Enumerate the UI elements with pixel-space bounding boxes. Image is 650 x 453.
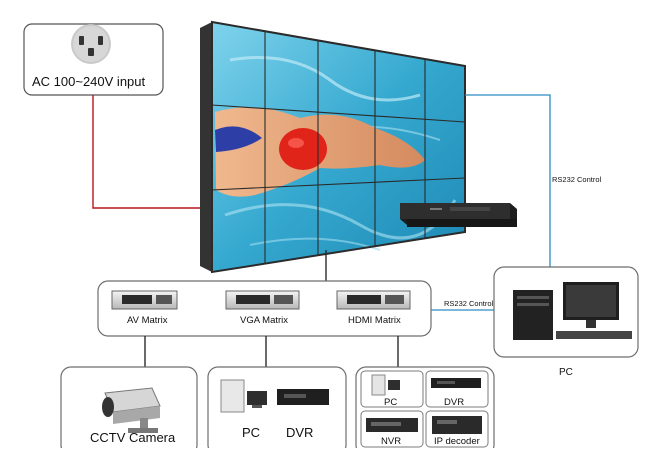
- pc-label: PC: [242, 425, 261, 440]
- vga-matrix-device: [225, 290, 300, 310]
- pc-tower-icon: [220, 379, 267, 413]
- av-matrix-device: [111, 290, 178, 310]
- hdmi-matrix-label: HDMI Matrix: [348, 315, 401, 326]
- rs232-control-label-matrix: RS232 Control: [444, 299, 494, 308]
- dvr-label: DVR: [286, 425, 314, 440]
- vga-matrix-label: VGA Matrix: [240, 315, 289, 326]
- grid-dvr-icon: [431, 378, 481, 388]
- pc-workstation-icon: [513, 282, 632, 340]
- wall-controller: [400, 203, 517, 227]
- cctv-camera-icon: [102, 387, 161, 433]
- nvr-label: NVR: [381, 436, 402, 447]
- dvr-icon: [277, 389, 329, 405]
- video-wall: [200, 20, 466, 274]
- power-input-label: AC 100~240V input: [32, 74, 146, 89]
- swimmer-image: [215, 107, 425, 197]
- power-line: [92, 95, 212, 209]
- grid-pc-label: PC: [384, 397, 398, 408]
- grid-dvr-label: DVR: [444, 397, 465, 408]
- av-matrix-label: AV Matrix: [127, 315, 168, 326]
- pc-station-label: PC: [559, 367, 573, 378]
- rs232-line-top: [465, 94, 551, 268]
- ip-decoder-label: IP decoder: [434, 436, 480, 447]
- nvr-icon: [366, 418, 418, 432]
- hdmi-matrix-device: [336, 290, 411, 310]
- power-outlet-icon: [71, 24, 111, 64]
- ip-decoder-icon: [432, 416, 482, 434]
- grid-pc-icon: [371, 374, 400, 396]
- cctv-label: CCTV Camera: [90, 430, 176, 445]
- power-input-node: [23, 23, 164, 96]
- rs232-control-label-top: RS232 Control: [552, 175, 602, 184]
